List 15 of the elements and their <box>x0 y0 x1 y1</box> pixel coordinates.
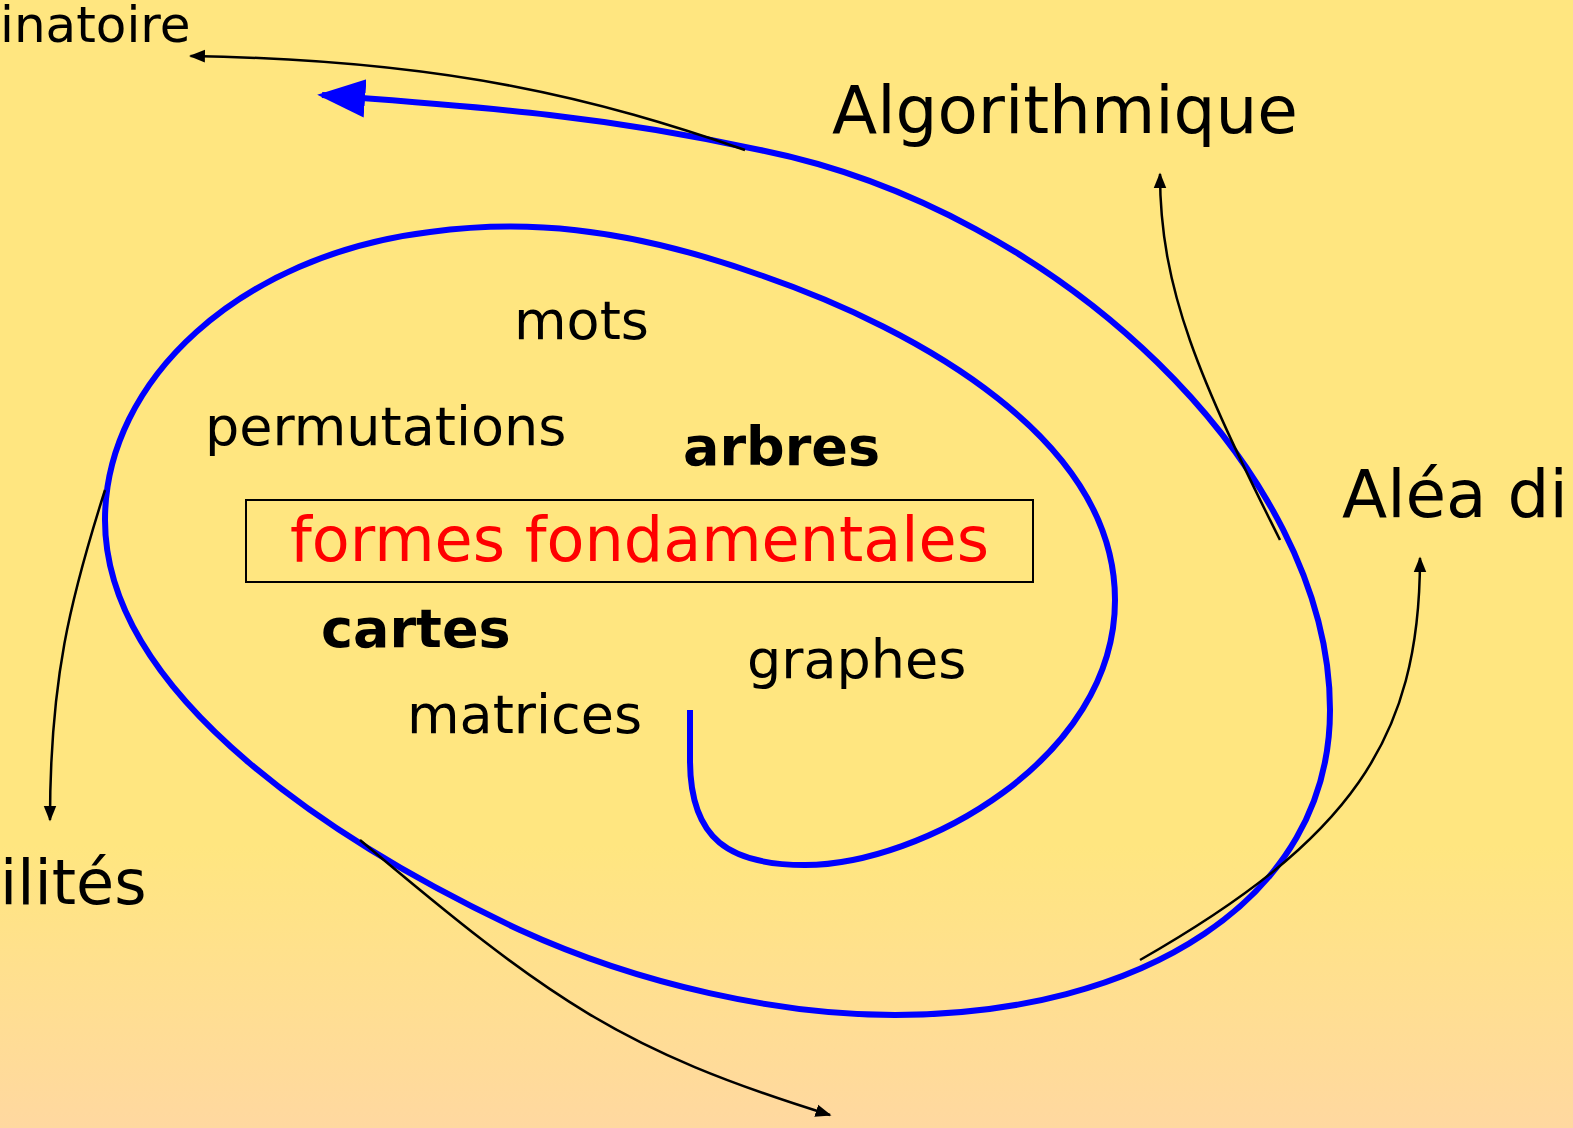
term-label: graphes <box>747 633 967 687</box>
term-label: mots <box>514 294 649 348</box>
term-label: permutations <box>205 400 567 454</box>
topic-label: inatoire <box>0 0 191 56</box>
topic-label: Aléa di <box>1342 462 1568 558</box>
topic-label: Algorithmique <box>832 78 1298 174</box>
arrow <box>188 50 746 152</box>
arrow <box>43 489 107 822</box>
topic-label: ilités <box>0 820 147 914</box>
term-label: cartes <box>321 602 511 656</box>
arrow <box>1154 172 1282 541</box>
arrow <box>1139 556 1426 962</box>
title-box: formes fondamentales <box>245 499 1034 583</box>
term-label: matrices <box>407 688 643 742</box>
term-label: arbres <box>683 420 881 474</box>
